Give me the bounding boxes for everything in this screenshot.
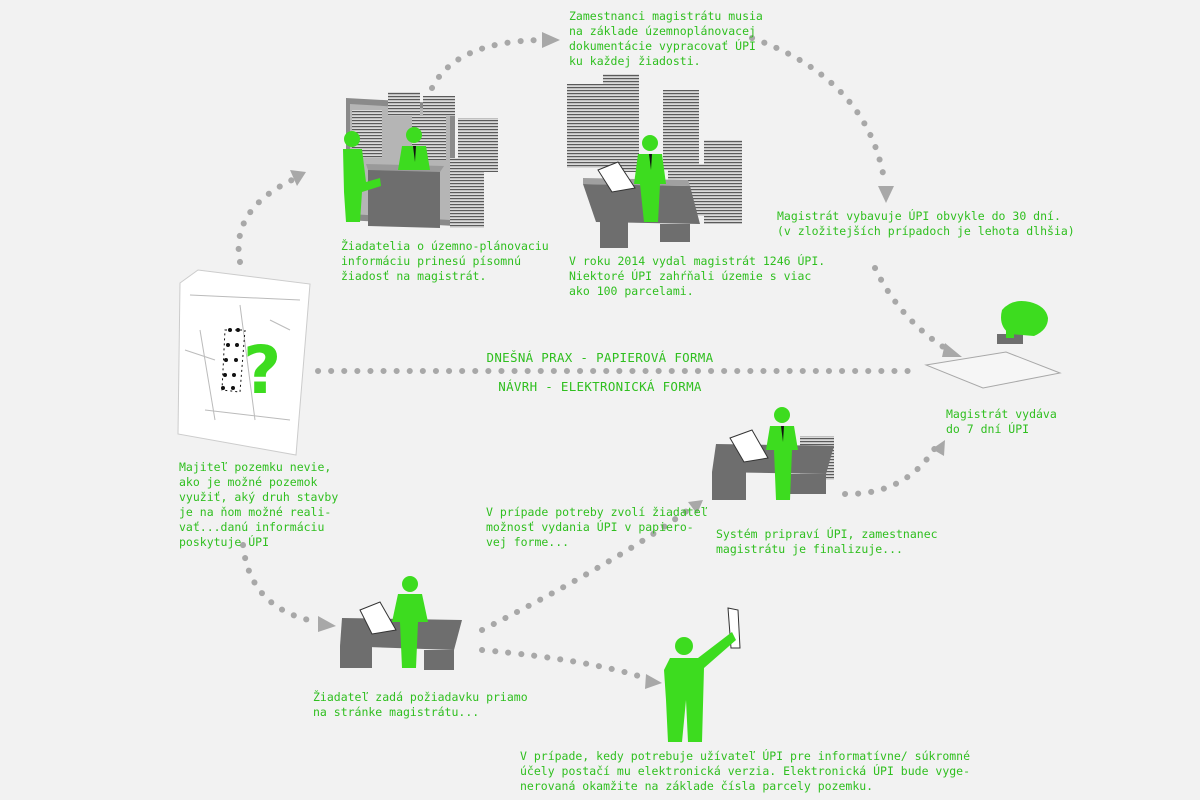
- office-counter-scene: [343, 92, 498, 228]
- question-mark-icon: ?: [243, 332, 281, 409]
- flow-path-online-to-paper: [479, 507, 691, 633]
- parcel-outline: [221, 329, 246, 393]
- label-staff-must-prepare: Zamestnanci magistrátu musia na základe …: [569, 9, 763, 68]
- label-stats-2014: V roku 2014 vydal magistrát 1246 ÚPI. Ni…: [569, 254, 826, 298]
- flow-path-office-to-staff: [429, 37, 543, 91]
- label-system-prepares: Systém pripraví ÚPI, zamestnanec magistr…: [716, 527, 938, 556]
- label-paper-option: V prípade potreby zvolí žiadateľ možnosť…: [486, 505, 708, 549]
- heading-current-practice: DNEŠNÁ PRAX - PAPIEROVÁ FORMA: [486, 350, 714, 365]
- arrowhead-to-electronic: [645, 674, 662, 689]
- electronic-user-scene: [664, 607, 741, 742]
- label-issue-30-days: Magistrát vybavuje ÚPI obvykle do 30 dní…: [777, 209, 1075, 238]
- staff-paper-piles-scene: [567, 74, 742, 248]
- flow-path-staff-to-30days: [749, 35, 888, 188]
- applicant-figure-icon: [343, 131, 381, 222]
- arrowhead-to-office: [290, 170, 306, 186]
- system-clerk-scene: [712, 407, 834, 500]
- flow-dotted-paths: [235, 35, 951, 681]
- clerk-figure-icon: [398, 127, 430, 170]
- label-owner-question: Majiteľ pozemku nevie, ako je možné poze…: [179, 460, 339, 549]
- arrowhead-to-paper: [688, 500, 703, 514]
- heading-proposal: NÁVRH - ELEKTRONICKÁ FORMA: [498, 379, 702, 394]
- flow-path-owner-to-online: [240, 542, 321, 625]
- flow-path-system-to-output: [842, 445, 938, 498]
- flow-arrowheads: [290, 32, 962, 689]
- flow-path-online-to-electronic: [479, 647, 648, 681]
- arrowhead-to-30days: [878, 186, 894, 203]
- arrowhead-to-staff: [542, 32, 560, 48]
- label-applicants-bring-request: Žiadatelia o územno-plánovaciu informáci…: [341, 239, 549, 283]
- output-stamp-scene: [924, 301, 1062, 389]
- label-issue-7-days: Magistrát vydáva do 7 dní ÚPI: [946, 407, 1057, 436]
- parcel-dots: [221, 328, 240, 390]
- label-online-request: Žiadateľ zadá požiadavku priamo na strán…: [313, 690, 528, 719]
- arrowhead-to-output-bottom: [932, 440, 945, 456]
- land-plot-map: ?: [177, 269, 311, 456]
- stamp-hand-icon: [1001, 301, 1048, 338]
- electronic-user-figure-icon: [664, 632, 736, 742]
- staff-figure-icon: [634, 135, 666, 222]
- online-applicant-figure-icon: [392, 576, 428, 668]
- arrowhead-to-output-top: [942, 343, 962, 357]
- system-clerk-figure-icon: [766, 407, 798, 500]
- arrowhead-to-online: [318, 616, 336, 632]
- flow-path-30days-to-output: [872, 265, 951, 353]
- label-electronic-version: V prípade, kedy potrebuje užívateľ ÚPI p…: [520, 749, 971, 793]
- flow-path-owner-to-office: [235, 177, 295, 265]
- online-applicant-scene: [340, 576, 462, 670]
